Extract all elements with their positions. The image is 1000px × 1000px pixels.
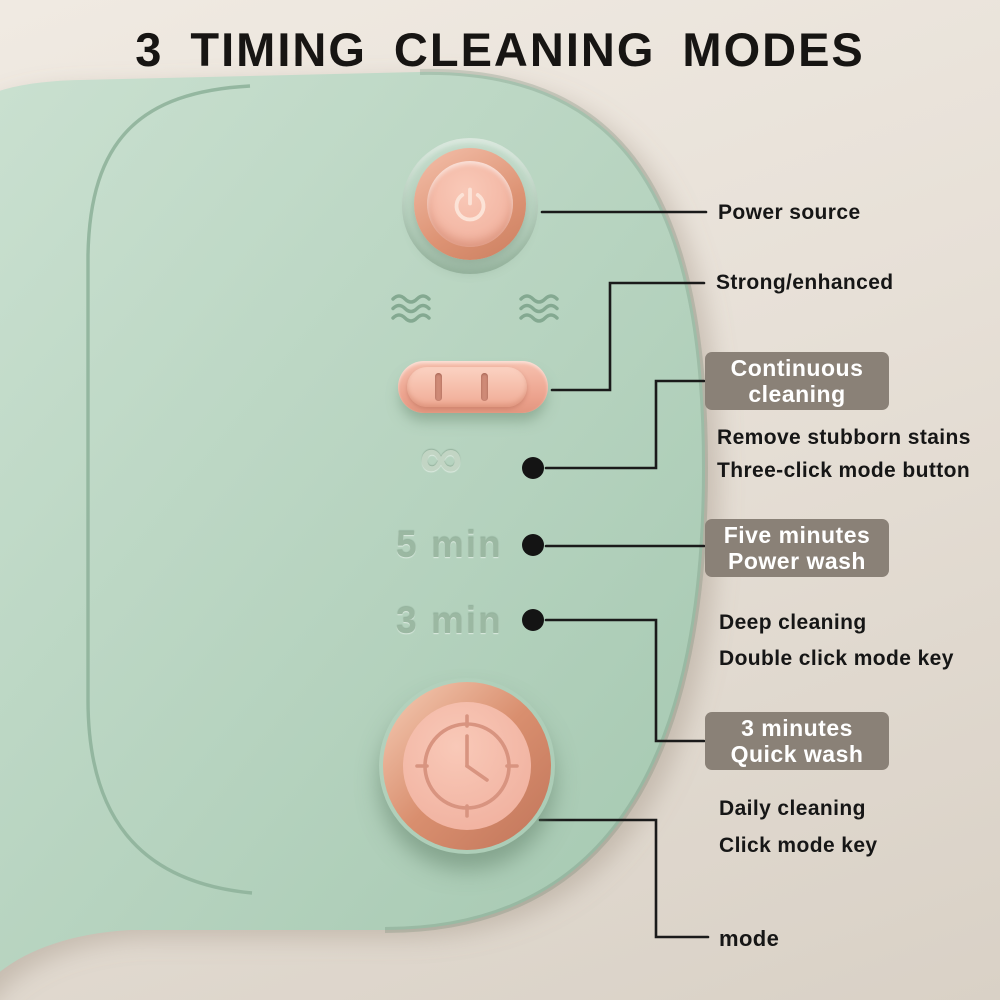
five-desc-2: Double click mode key	[719, 647, 954, 670]
badge-line: 3 minutes	[741, 715, 853, 741]
power-button[interactable]	[414, 148, 526, 260]
five-desc-1: Deep cleaning	[719, 611, 867, 634]
continuous-cleaning-badge: Continuous cleaning	[705, 352, 889, 410]
three-desc-2: Click mode key	[719, 834, 878, 857]
power-icon	[454, 187, 486, 222]
three-min-indicator-dot	[522, 609, 544, 631]
slider-knob[interactable]	[407, 367, 527, 407]
clock-icon	[383, 682, 551, 850]
continuous-desc-2: Three-click mode button	[717, 459, 971, 482]
three-desc-1: Daily cleaning	[719, 797, 866, 820]
five-minutes-badge: Five minutes Power wash	[705, 519, 889, 577]
power-button-face	[427, 161, 513, 247]
mode-button[interactable]	[379, 678, 555, 854]
three-min-label: 3 min	[396, 600, 503, 641]
badge-line: cleaning	[748, 381, 846, 407]
five-min-indicator-dot	[522, 534, 544, 556]
intensity-slider[interactable]	[398, 361, 548, 413]
wave-strong-icon	[519, 294, 559, 323]
infinity-icon: ∞	[419, 424, 463, 491]
badge-line: Quick wash	[730, 741, 864, 767]
three-minutes-badge: 3 minutes Quick wash	[705, 712, 889, 770]
strong-enhanced-label: Strong/enhanced	[716, 271, 894, 294]
badge-line: Power wash	[728, 548, 866, 574]
continuous-indicator-dot	[522, 457, 544, 479]
slider-groove	[481, 373, 488, 401]
power-source-label: Power source	[718, 201, 861, 224]
wave-weak-icon	[391, 294, 431, 323]
continuous-desc-1: Remove stubborn stains	[717, 426, 971, 449]
badge-line: Five minutes	[723, 522, 871, 548]
slider-groove	[435, 373, 442, 401]
mode-label: mode	[719, 926, 780, 951]
five-min-label: 5 min	[396, 524, 503, 565]
page-title: 3 TIMING CLEANING MODES	[135, 23, 865, 76]
badge-line: Continuous	[730, 355, 864, 381]
lid-seam	[86, 84, 253, 895]
